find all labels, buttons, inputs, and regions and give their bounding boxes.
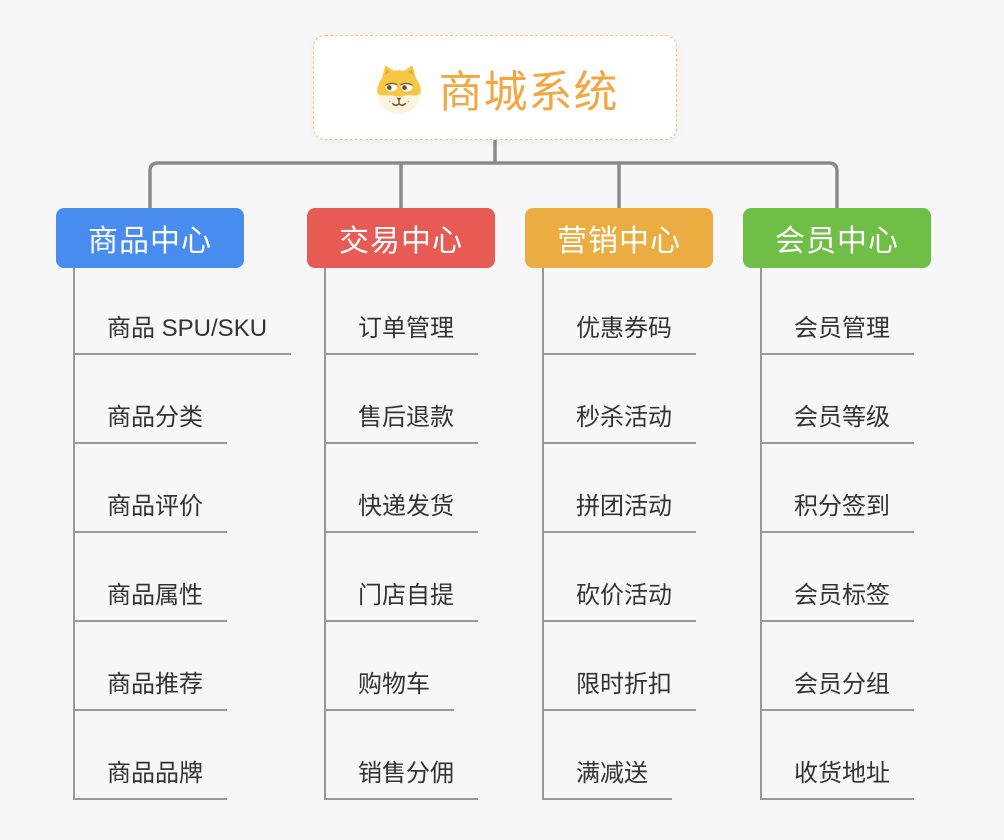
leaf-node[interactable]: 限时折扣 [542, 670, 696, 711]
leaf-node[interactable]: 商品推荐 [73, 670, 227, 711]
leaf-node[interactable]: 收货地址 [760, 759, 914, 800]
branch-trunk-line [73, 268, 75, 800]
leaf-node[interactable]: 砍价活动 [542, 581, 696, 622]
dog-face-icon [372, 61, 426, 115]
root-node[interactable]: 商城系统 [313, 35, 677, 140]
branch-node-2[interactable]: 交易中心 [307, 208, 495, 268]
leaf-node[interactable]: 拼团活动 [542, 492, 696, 533]
connector-path [148, 140, 839, 208]
branch-trunk-line [542, 268, 544, 800]
leaf-node[interactable]: 优惠券码 [542, 314, 696, 355]
leaf-node[interactable]: 会员分组 [760, 670, 914, 711]
branch-node-4[interactable]: 会员中心 [743, 208, 931, 268]
leaf-node[interactable]: 门店自提 [324, 581, 478, 622]
root-title: 商城系统 [438, 67, 619, 117]
leaf-node[interactable]: 购物车 [324, 670, 454, 711]
leaf-node[interactable]: 会员等级 [760, 403, 914, 444]
leaf-node[interactable]: 商品分类 [73, 403, 227, 444]
leaf-node[interactable]: 商品品牌 [73, 759, 227, 800]
leaf-node[interactable]: 商品属性 [73, 581, 227, 622]
leaf-node[interactable]: 积分签到 [760, 492, 914, 533]
leaf-node[interactable]: 会员标签 [760, 581, 914, 622]
leaf-node[interactable]: 商品 SPU/SKU [73, 314, 292, 355]
leaf-node[interactable]: 快递发货 [324, 492, 478, 533]
leaf-node[interactable]: 满减送 [542, 759, 672, 800]
leaf-node[interactable]: 销售分佣 [324, 759, 478, 800]
branch-node-3[interactable]: 营销中心 [525, 208, 713, 268]
branch-trunk-line [324, 268, 326, 800]
branch-trunk-line [760, 268, 762, 800]
leaf-node[interactable]: 会员管理 [760, 314, 914, 355]
leaf-node[interactable]: 商品评价 [73, 492, 227, 533]
branch-node-1[interactable]: 商品中心 [56, 208, 244, 268]
leaf-node[interactable]: 秒杀活动 [542, 403, 696, 444]
leaf-node[interactable]: 订单管理 [324, 314, 478, 355]
leaf-node[interactable]: 售后退款 [324, 403, 478, 444]
